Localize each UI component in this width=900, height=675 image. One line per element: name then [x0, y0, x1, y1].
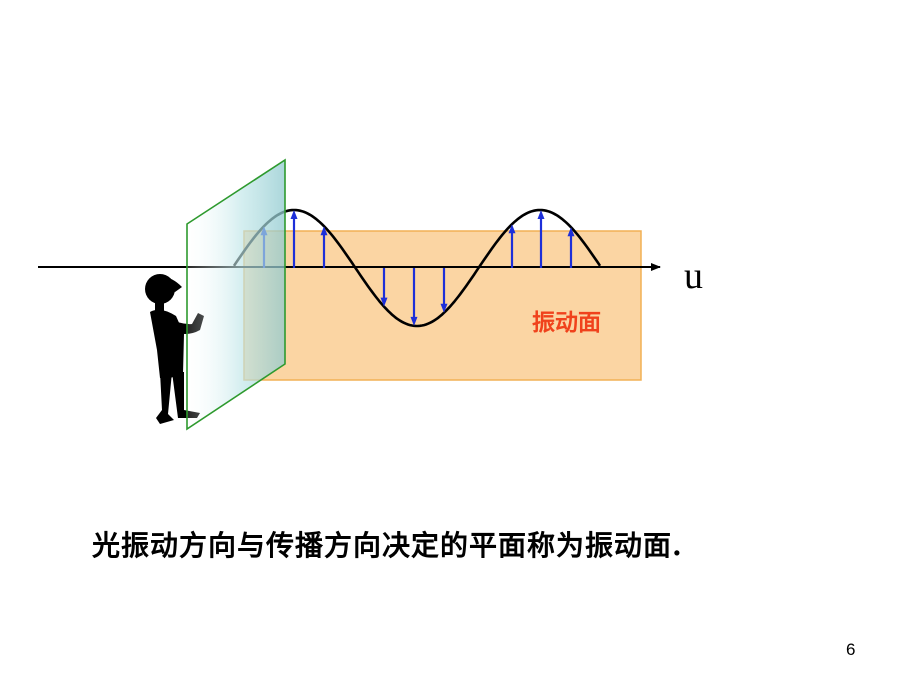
polarizer-sheet-icon: [186, 158, 286, 431]
vibration-arrowhead: [440, 303, 448, 313]
vibration-arrowhead: [537, 210, 545, 220]
page-number: 6: [846, 640, 856, 659]
vibration-arrowhead: [290, 210, 298, 219]
vibration-arrows: [260, 210, 575, 326]
person-silhouette-icon: [145, 274, 204, 424]
propagation-direction-label: u: [684, 255, 703, 297]
vibration-arrowhead: [320, 226, 328, 236]
light-wave-curve: [232, 208, 602, 328]
vibration-arrowhead: [380, 297, 388, 307]
vibration-arrowhead: [410, 316, 418, 326]
vibration-arrowhead: [567, 227, 575, 237]
caption-text: 光振动方向与传播方向决定的平面称为振动面.: [92, 529, 683, 562]
vibration-arrowhead: [508, 224, 516, 234]
vibration-plane-label: 振动面: [532, 310, 601, 336]
